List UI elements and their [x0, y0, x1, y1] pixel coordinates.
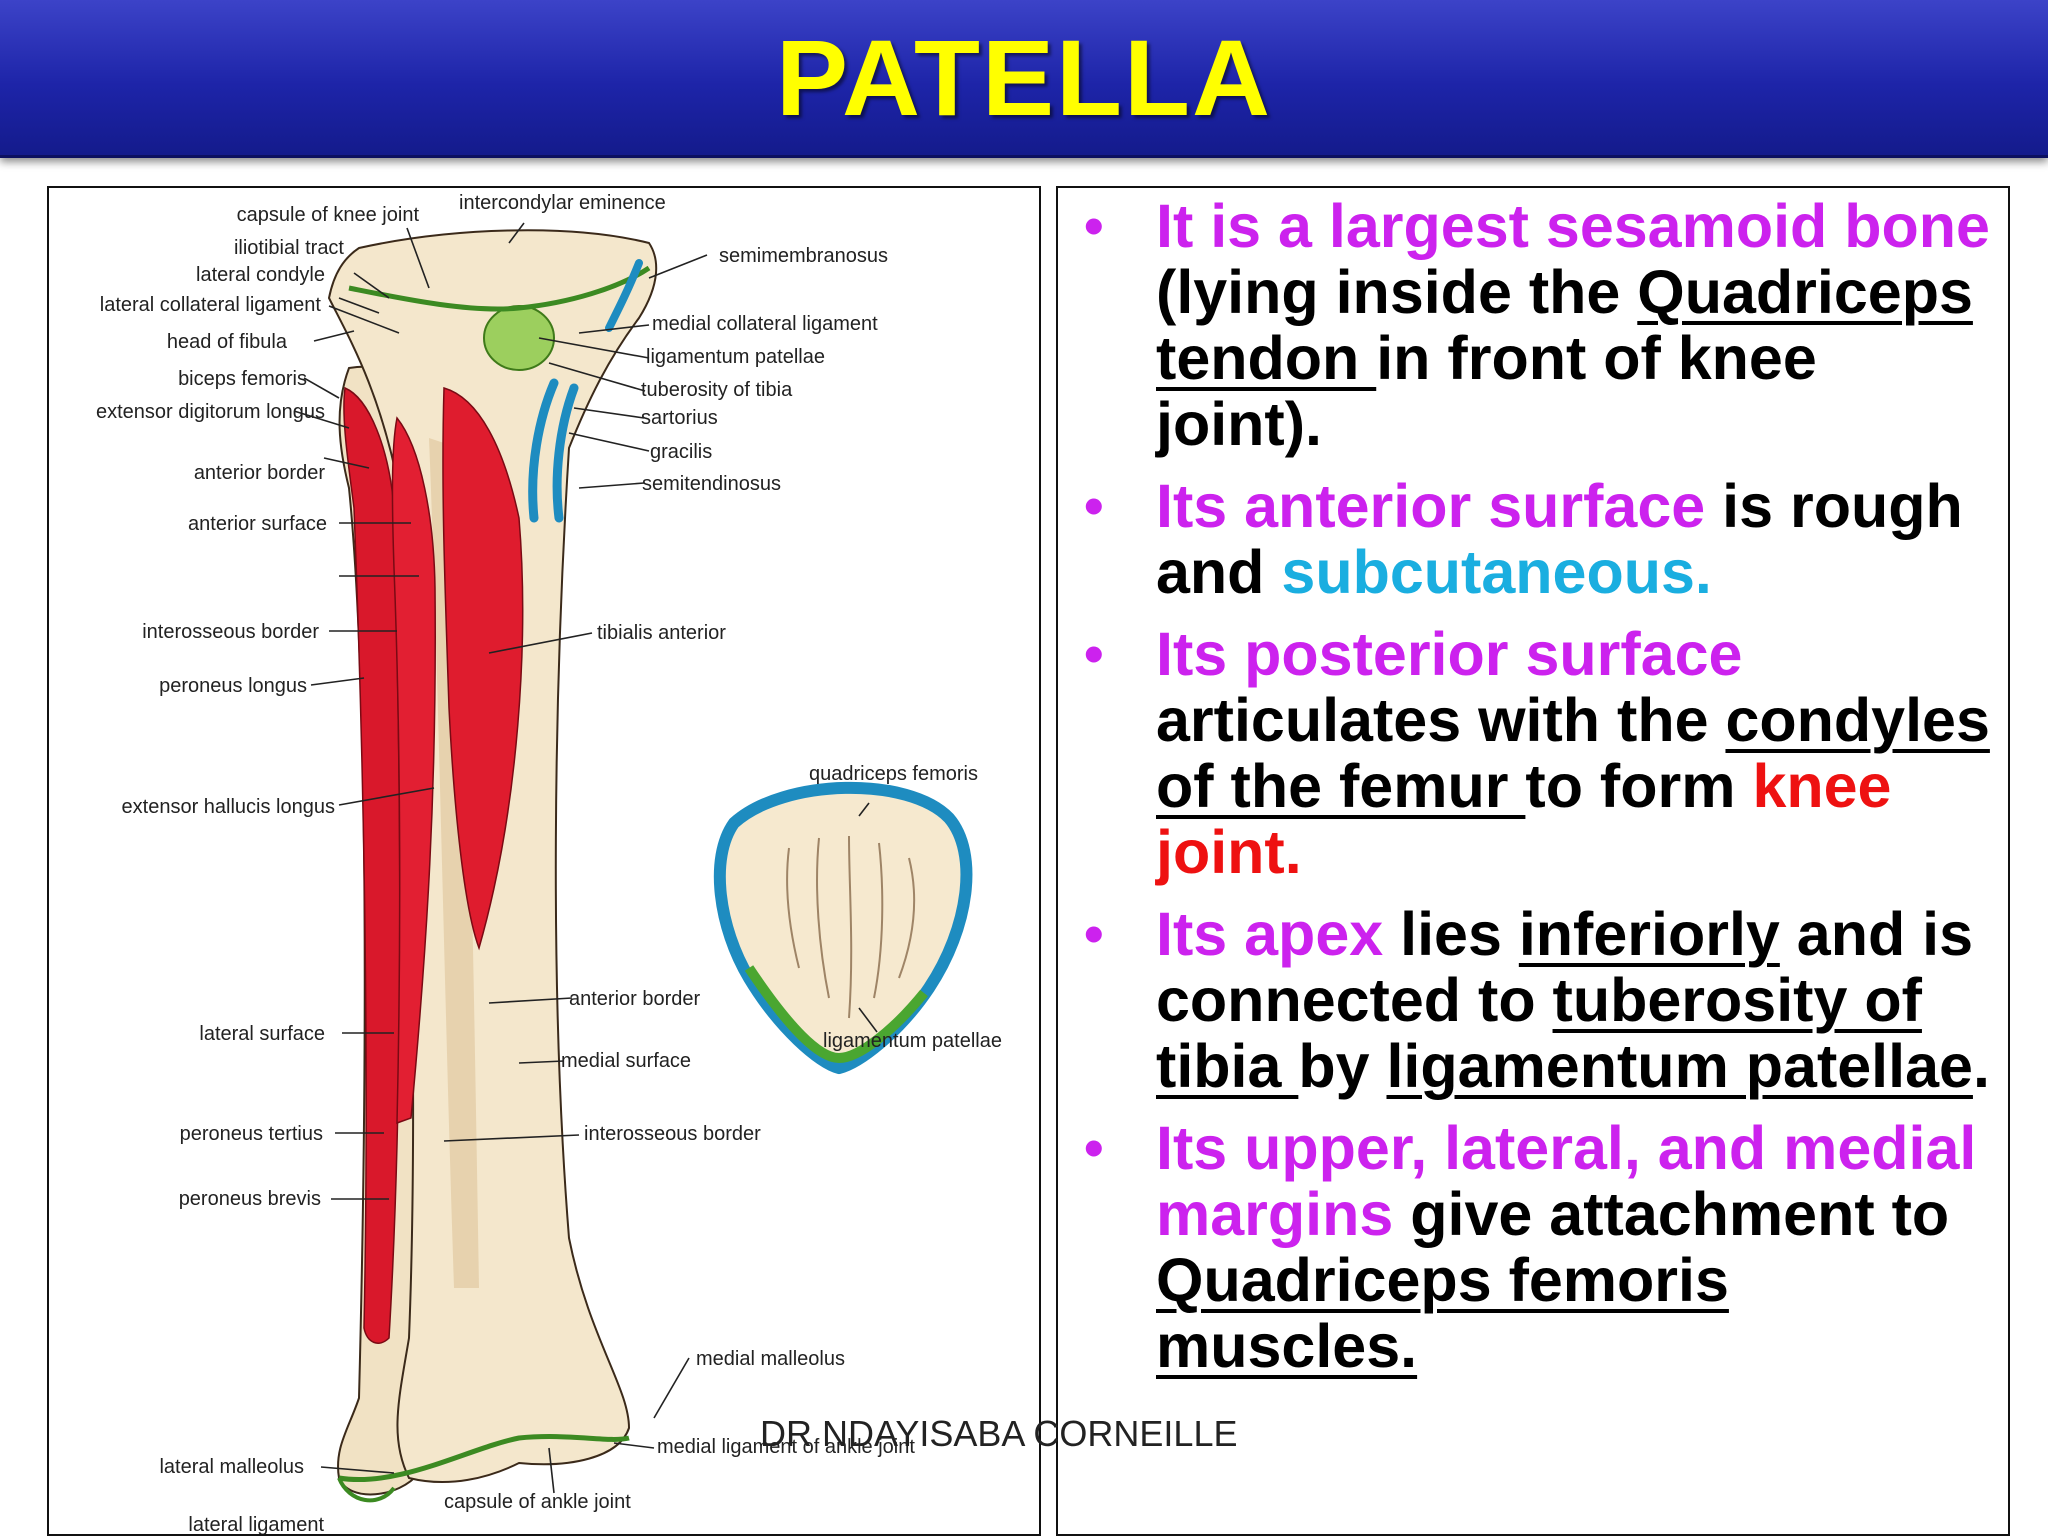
bullet-text-panel: • It is a largest sesamoid bone (lying i…: [1056, 186, 2010, 1536]
author-footer: DR NDAYISABA CORNEILLE: [760, 1413, 1238, 1454]
tibia-fibula-figure: capsule of knee joint iliotibial tract l…: [47, 186, 1041, 1536]
label-lateral-surface: lateral surface: [199, 1023, 325, 1045]
label-medial-malleolus: medial malleolus: [696, 1348, 845, 1370]
label-medial-ligament-of-ankle-joint: medial ligament of ankle joint: [657, 1436, 915, 1458]
label-medial-surface: medial surface: [561, 1050, 691, 1072]
label-head-of-fibula: head of fibula: [167, 331, 288, 353]
bullet-dot-icon: •: [1084, 902, 1104, 965]
label-lateral-malleolus: lateral malleolus: [159, 1456, 304, 1478]
bullet-dot-icon: •: [1084, 194, 1104, 257]
bullet-point-5: • Its upper, lateral, and medial margins…: [1084, 1114, 1977, 1380]
label-anterior-border-left: anterior border: [194, 462, 326, 484]
label-ligamentum-patellae-patella: ligamentum patellae: [823, 1030, 1002, 1052]
label-gracilis: gracilis: [650, 441, 712, 463]
label-extensor-hallucis-longus: extensor hallucis longus: [122, 796, 335, 818]
label-extensor-digitorum-longus: extensor digitorum longus: [96, 401, 325, 423]
label-quadriceps-femoris: quadriceps femoris: [809, 763, 978, 785]
bullet-dot-icon: •: [1084, 1116, 1104, 1179]
label-tuberosity-of-tibia: tuberosity of tibia: [641, 379, 793, 401]
label-lateral-collateral-ligament: lateral collateral ligament: [100, 294, 322, 316]
label-lateral-condyle: lateral condyle: [196, 264, 325, 286]
tibia-fibula-illustration: capsule of knee joint iliotibial tract l…: [96, 192, 1002, 1536]
label-lateral-ligament: lateral ligament: [188, 1514, 324, 1536]
slide-title: PATELLA: [776, 17, 1272, 138]
bullet-dot-icon: •: [1084, 622, 1104, 685]
label-peroneus-tertius: peroneus tertius: [180, 1123, 323, 1145]
label-ligamentum-patellae: ligamentum patellae: [646, 346, 825, 368]
bullet-point-3: • Its posterior surface articulates with…: [1084, 620, 1990, 886]
label-intercondylar-eminence: intercondylar eminence: [459, 192, 666, 214]
bullet-list: • It is a largest sesamoid bone (lying i…: [1058, 188, 1996, 1395]
label-interosseous-border-left: interosseous border: [142, 621, 319, 643]
label-interosseous-border-right: interosseous border: [584, 1123, 761, 1145]
bullet-point-1: • It is a largest sesamoid bone (lying i…: [1084, 192, 1990, 458]
label-tibialis-anterior: tibialis anterior: [597, 622, 726, 644]
label-anterior-border-right: anterior border: [569, 988, 701, 1010]
bullet-point-2: • Its anterior surface is rough and subc…: [1084, 472, 1963, 606]
label-semitendinosus: semitendinosus: [642, 473, 781, 495]
label-biceps-femoris: biceps femoris: [178, 368, 307, 390]
title-bar: PATELLA: [0, 0, 2048, 158]
label-anterior-surface: anterior surface: [188, 513, 327, 535]
label-medial-collateral-ligament: medial collateral ligament: [652, 313, 878, 335]
bullet-point-4: • Its apex lies inferiorly and is connec…: [1084, 900, 1990, 1100]
label-peroneus-longus: peroneus longus: [159, 675, 307, 697]
label-semimembranosus: semimembranosus: [719, 245, 888, 267]
label-capsule-of-ankle-joint: capsule of ankle joint: [444, 1491, 631, 1513]
label-iliotibial-tract: iliotibial tract: [234, 237, 344, 259]
label-capsule-of-knee-joint: capsule of knee joint: [237, 204, 420, 226]
bullet-dot-icon: •: [1084, 474, 1104, 537]
label-sartorius: sartorius: [641, 407, 718, 429]
label-peroneus-brevis: peroneus brevis: [179, 1188, 321, 1210]
